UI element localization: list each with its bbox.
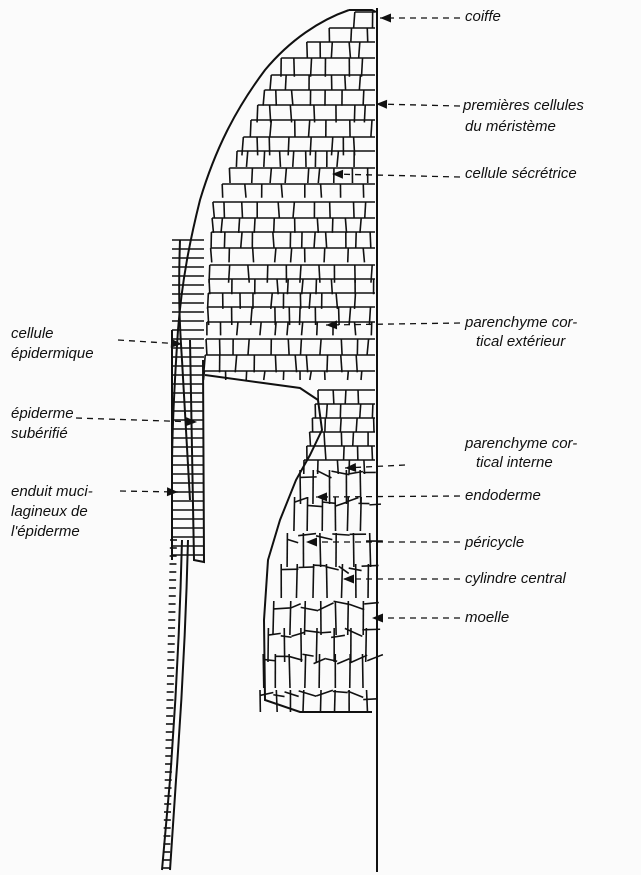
epidermis-strip [172,240,204,562]
label-epiderme-suberifie-2: subérifié [11,425,68,443]
label-cellule-epidermique-1: cellule [11,325,54,343]
label-parenchyme-interne-2: tical interne [476,454,553,472]
label-enduit-3: l'épiderme [11,523,80,541]
label-parenchyme-exterieur-2: tical extérieur [476,333,565,351]
label-cellule-epidermique-2: épidermique [11,345,94,363]
label-cellule-secretrice: cellule sécrétrice [465,165,577,183]
cell-network [163,12,383,868]
label-endoderme: endoderme [465,487,541,505]
leader-lines [76,18,460,618]
label-parenchyme-interne-1: parenchyme cor- [465,435,577,453]
label-parenchyme-exterieur-1: parenchyme cor- [465,314,577,332]
label-enduit-2: lagineux de [11,503,88,521]
label-coiffe: coiffe [465,8,501,26]
label-cylindre-central: cylindre central [465,570,566,588]
label-pericycle: péricycle [465,534,524,552]
label-meristeme-1: premières cellules [463,97,584,115]
label-epiderme-suberifie-1: épiderme [11,405,74,423]
mucilage-strip [162,540,188,870]
label-meristeme-2: du méristème [465,118,556,136]
label-enduit-1: enduit muci- [11,483,93,501]
label-moelle: moelle [465,609,509,627]
